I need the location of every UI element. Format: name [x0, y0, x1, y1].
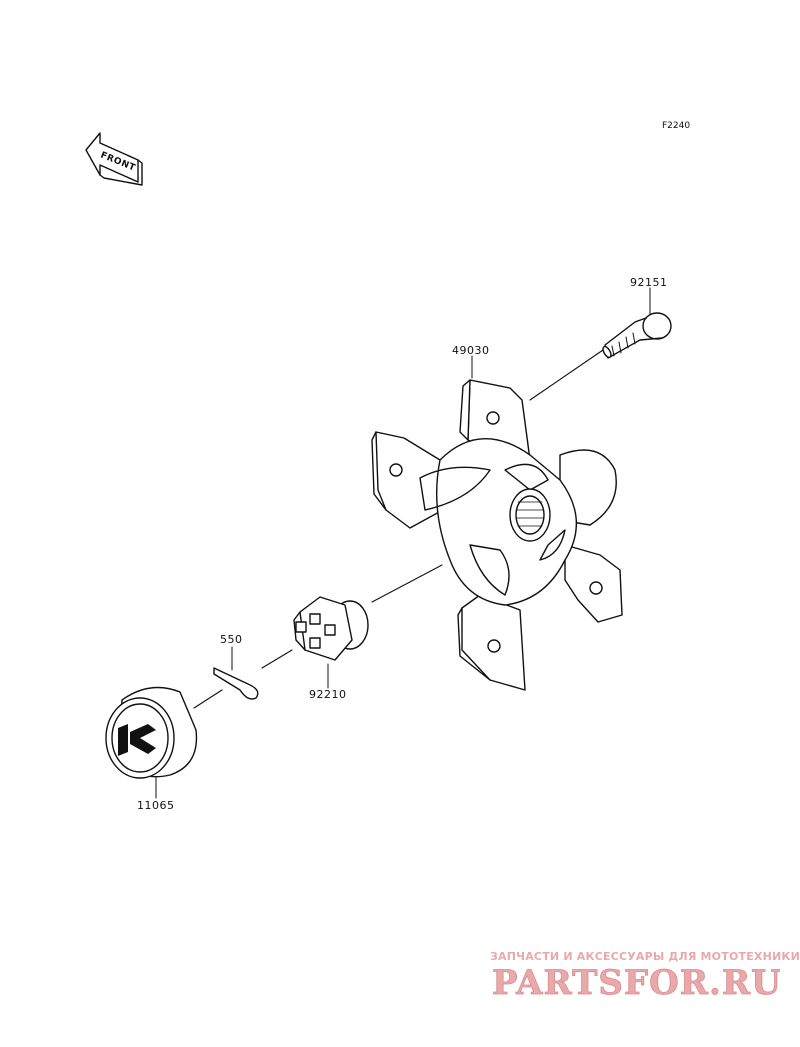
front-arrow-icon: FRONT [85, 132, 143, 186]
hub-stud-92151 [602, 312, 672, 359]
part-number-label: 92210 [309, 688, 347, 701]
watermark-logo-text: PARTSFOR.RU [492, 963, 780, 1002]
castle-nut-92210 [293, 596, 369, 661]
watermark-logo: PARTSFOR.RU [492, 963, 780, 1002]
brand-emblem-icon [118, 724, 156, 756]
wheel-hub-49030 [371, 379, 623, 691]
diagram-code: F2240 [662, 121, 691, 131]
part-number-label: 92151 [630, 276, 668, 289]
part-number-label: 49030 [452, 344, 490, 357]
part-number-label: 550 [220, 633, 243, 646]
leader-lines [155, 287, 651, 799]
hub-cap-11065 [105, 686, 198, 779]
assembly-axis-lines [193, 349, 604, 709]
part-number-label: 11065 [137, 799, 175, 812]
cotter-pin-550 [213, 667, 259, 700]
watermark-tagline: ЗАПЧАСТИ И АКСЕССУАРЫ ДЛЯ МОТОТЕХНИКИ [490, 950, 800, 963]
